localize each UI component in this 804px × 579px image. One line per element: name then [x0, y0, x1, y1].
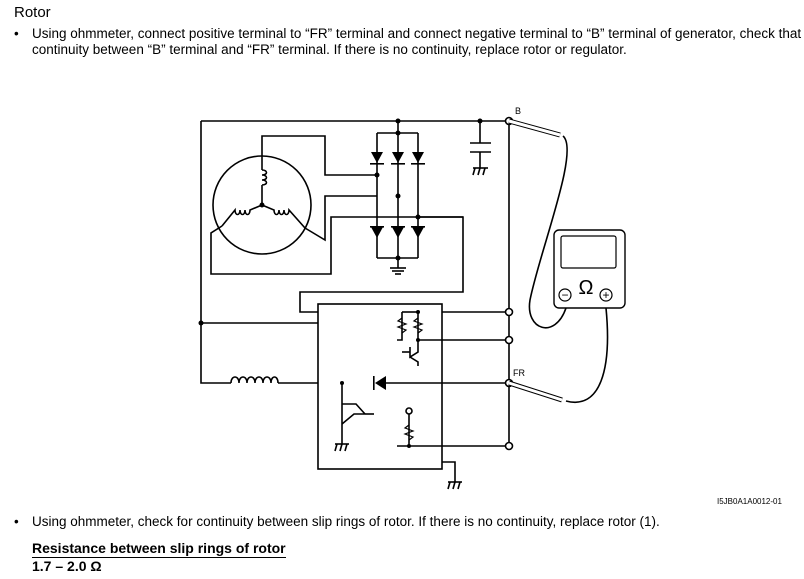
ohmmeter-leads — [508, 118, 609, 404]
bullet-text: Using ohmmeter, connect positive termina… — [32, 26, 802, 57]
ohmmeter: − + Ω — [553, 229, 626, 309]
rectifier-diodes — [370, 152, 425, 390]
bullet-text: Using ohmmeter, check for continuity bet… — [32, 514, 660, 529]
section-title: Rotor — [14, 4, 51, 21]
ohm-symbol: Ω — [579, 277, 594, 299]
bullet-symbol: • — [14, 26, 19, 41]
ohmmeter-display — [560, 235, 617, 269]
stator-winding — [212, 155, 312, 255]
instruction-bullet-1: • Using ohmmeter, connect positive termi… — [14, 26, 801, 78]
junction-dots — [198, 118, 483, 448]
instruction-bullet-2: • Using ohmmeter, check for continuity b… — [14, 514, 794, 532]
rotor-coil — [230, 376, 279, 384]
spec-heading: Resistance between slip rings of rotor — [32, 540, 286, 558]
wiring — [200, 120, 510, 490]
figure-id: I5JB0A1A0012-01 — [717, 497, 782, 506]
bullet-symbol: • — [14, 514, 19, 529]
meter-plus-sign: + — [602, 288, 609, 302]
terminal-fr-label: FR — [513, 368, 525, 378]
terminal-b-label: B — [515, 106, 521, 116]
meter-minus-sign: − — [561, 288, 568, 302]
spec-value: 1.7 – 2.0 Ω — [32, 558, 102, 574]
